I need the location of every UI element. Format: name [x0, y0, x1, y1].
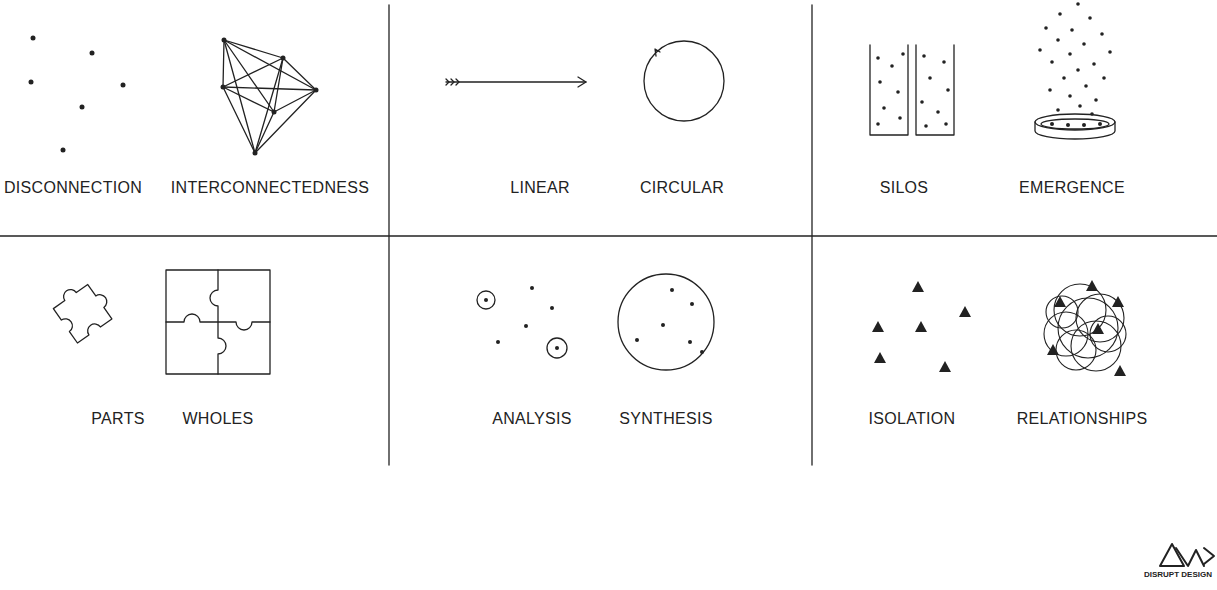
concept-label: EMERGENCE	[1019, 180, 1125, 196]
concept-label: DISCONNECTION	[4, 180, 142, 196]
concept-label: SYNTHESIS	[619, 411, 712, 427]
concept-label: LINEAR	[510, 180, 570, 196]
concept-label: ANALYSIS	[492, 411, 571, 427]
concept-label: CIRCULAR	[640, 180, 724, 196]
concept-label: ISOLATION	[869, 411, 956, 427]
concept-label: WHOLES	[182, 411, 253, 427]
concept-label: INTERCONNECTEDNESS	[171, 180, 369, 196]
concept-label: SILOS	[880, 180, 929, 196]
logo-text: DISRUPT DESIGN	[1144, 571, 1212, 579]
concept-label: RELATIONSHIPS	[1017, 411, 1148, 427]
concept-label: PARTS	[91, 411, 144, 427]
